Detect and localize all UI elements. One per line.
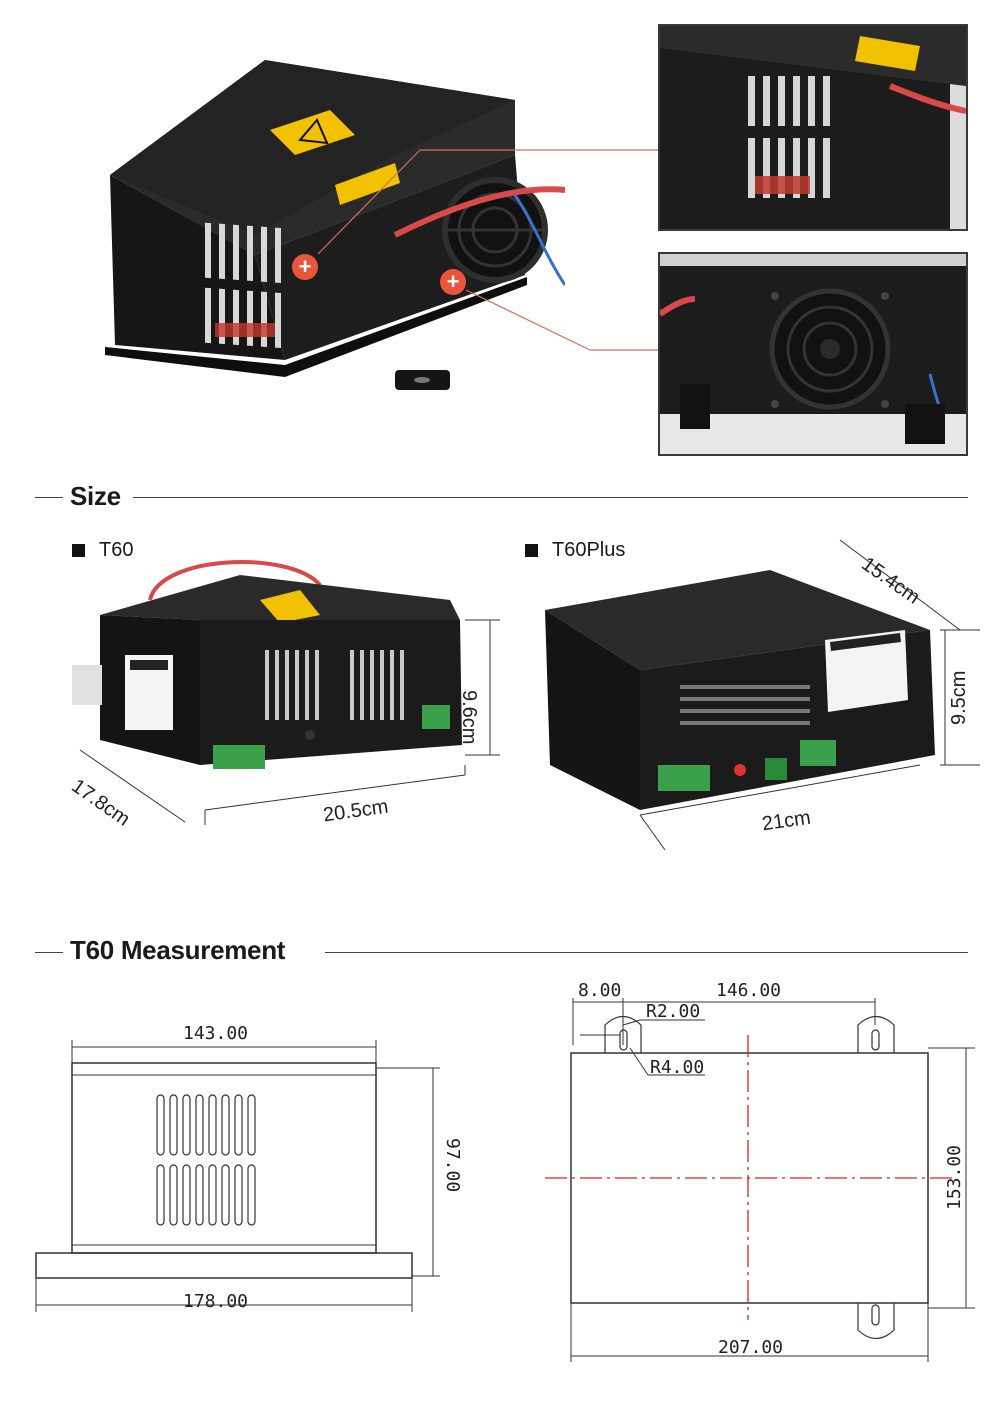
divider [133,497,968,498]
warning-sign-icon [270,110,355,155]
plus-marker-icon[interactable]: + [440,269,466,295]
top-hole-spacing-dim: 146.00 [716,980,782,1001]
t60plus-dimension-lines [639,540,980,851]
callout-lines [317,149,658,351]
model-label-t60: T60 [72,539,133,562]
top-view-drawing [545,998,975,1362]
plus-marker-icon[interactable]: + [292,254,318,280]
divider [35,497,63,498]
t60-product-photo [70,555,490,780]
model-label-t60plus: T60Plus [525,539,625,562]
front-height-dim: 97.00 [442,1138,463,1193]
t60plus-height-dim: 9.5cm [948,670,970,725]
front-view-drawing [35,1040,440,1312]
front-top-width-dim: 143.00 [183,1023,249,1044]
t60plus-product-photo [540,560,940,820]
bullet-square-icon [72,544,85,557]
hero-product-photo [95,55,565,415]
divider [35,952,63,953]
top-radius-large: R4.00 [650,1057,705,1078]
model-name: T60 [99,539,134,561]
top-offset-dim: 8.00 [578,980,622,1001]
detail-photo-vents [658,24,968,231]
detail-photo-fan [658,252,968,456]
top-radius-small: R2.00 [646,1001,701,1022]
top-total-width-dim: 207.00 [718,1337,784,1358]
model-name: T60Plus [552,539,626,561]
top-depth-dim: 153.00 [944,1144,965,1210]
divider [325,952,968,953]
section-title-size: Size [70,481,121,511]
t60-dimension-lines [79,619,500,825]
t60-height-dim: 9.6cm [458,690,480,745]
bullet-square-icon [525,544,538,557]
front-base-width-dim: 178.00 [183,1291,249,1312]
section-title-measurement: T60 Measurement [70,935,286,965]
